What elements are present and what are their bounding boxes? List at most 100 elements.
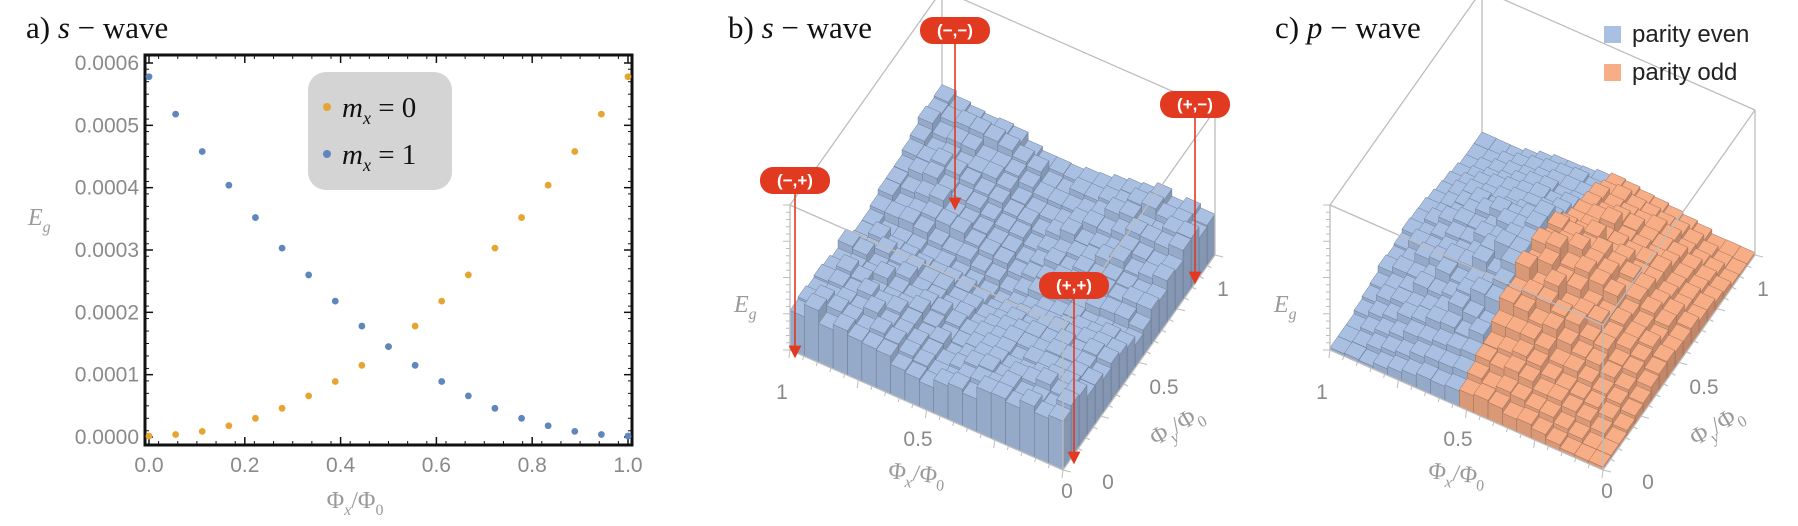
panel-b: b) s − wave Eg 1 0.5 0 0 0.5 1 Φx/Φ0 Φy/… (728, 0, 1230, 503)
bar (1589, 415, 1614, 442)
bar-face-top (1125, 217, 1149, 236)
y-axis-tick (1146, 351, 1151, 355)
x-tick-label: 0.0 (134, 454, 163, 477)
y-axis-tick (1100, 415, 1110, 419)
bar-face-top (928, 325, 952, 344)
bar-face-top (1586, 304, 1610, 323)
x-tick-0.5: 0.5 (903, 428, 932, 451)
bar-face-top (901, 138, 925, 157)
bar-face-top (1578, 323, 1602, 342)
y-axis-tick (1123, 383, 1129, 387)
legend-label-odd: parity odd (1632, 59, 1737, 86)
box-edge (963, 0, 1216, 111)
point-mx0 (225, 422, 233, 430)
bar-face-top (990, 381, 1014, 400)
bar-face-top (1676, 310, 1700, 329)
bar-face-top (1035, 367, 1059, 386)
bar-face-top (898, 338, 922, 357)
point-mx0 (358, 361, 366, 369)
y-axis-tick (1617, 448, 1623, 451)
bar-face-top (1152, 262, 1176, 282)
x-axis-tick (1451, 403, 1454, 409)
bar-face-top (1000, 234, 1024, 253)
bar-face-top (875, 338, 899, 357)
point-mx1 (305, 271, 313, 279)
bar-face-top (907, 294, 931, 313)
legend-box (308, 72, 452, 190)
panel-a-title: a) s − wave (26, 10, 168, 45)
y-tick-0.5: 0.5 (1689, 376, 1718, 399)
point-mx1 (225, 181, 233, 189)
bar-face-top (1605, 386, 1630, 405)
x-axis-tick (965, 427, 968, 433)
x-axis-tick (979, 433, 982, 439)
point-mx0 (438, 297, 446, 305)
x-axis-tick (952, 421, 955, 427)
x-axis-tick (1410, 385, 1413, 391)
y-axis-tick (1693, 340, 1699, 344)
x-axis-tick (938, 415, 941, 421)
y-axis-tick (1169, 319, 1174, 322)
bar (1048, 403, 1072, 471)
bar-face-side (1005, 401, 1021, 452)
bar-face-top (867, 221, 892, 240)
x-axis-label: Φx/Φ0 (327, 488, 384, 519)
legend-marker-m1 (323, 150, 331, 158)
x-axis-tick (1006, 445, 1009, 451)
z-axis-label: Eg (733, 292, 757, 323)
x-axis-tick (1369, 367, 1372, 373)
bar-face-side (1034, 411, 1049, 464)
bar-face-top (1561, 394, 1585, 413)
y-axis-tick (1138, 362, 1148, 365)
x-tick-1: 1 (1316, 381, 1328, 404)
point-mx0 (518, 214, 525, 221)
y-axis-tick (1131, 372, 1136, 376)
y-tick-0: 0 (1642, 471, 1654, 494)
x-tick-label: 0.6 (422, 454, 451, 477)
bar-face-top (983, 123, 1007, 143)
bar-face-top (1639, 295, 1663, 314)
x-axis-tick (1328, 349, 1331, 359)
x-axis-tick (1424, 391, 1427, 397)
y-tick-label: 0.0006 (75, 52, 139, 75)
bar-face-top (1652, 343, 1676, 362)
bar-face-top (1634, 246, 1658, 265)
bar-face-top (1583, 219, 1607, 238)
y-axis-tick (1214, 254, 1224, 258)
bar-face-top (949, 215, 973, 234)
callout-mp-label: (−,+) (777, 171, 813, 190)
x-axis-tick (1478, 415, 1481, 421)
bar-face-top (968, 116, 992, 135)
bar-face-top (1588, 267, 1612, 286)
y-axis-tick (1093, 426, 1098, 430)
z-axis-label: Eg (1273, 292, 1297, 323)
point-mx1 (464, 392, 472, 400)
legend-label-m0: mx = 0 (342, 92, 416, 128)
bar-face-top (1602, 278, 1626, 297)
y-axis-tick (1207, 265, 1212, 269)
point-mx1 (331, 297, 339, 305)
point-mx0 (331, 378, 339, 385)
bar-face-top (851, 237, 876, 256)
bar-face-top (1621, 355, 1646, 375)
bar-face-top (912, 348, 936, 367)
point-mx0 (278, 404, 286, 412)
callout-mm (920, 17, 990, 44)
bar-face-top (803, 292, 828, 311)
x-axis-tick (993, 439, 996, 449)
y-axis-tick (1731, 286, 1737, 290)
bars-3d (1329, 131, 1756, 471)
bar-face-top (979, 202, 1003, 221)
x-axis-tick (884, 391, 887, 397)
bar-face-top (1550, 298, 1574, 317)
y-tick-label: 0.0004 (75, 177, 140, 200)
bar-face-top (872, 260, 896, 280)
x-axis-tick (1437, 397, 1440, 403)
y-tick-label: 0.0005 (75, 114, 139, 137)
x-axis-tick (1355, 361, 1358, 367)
bar-face-top (1636, 369, 1660, 388)
y-axis-tick (1686, 351, 1691, 355)
callout-pm-label: (+,−) (1177, 95, 1213, 114)
bar-face-top (1596, 437, 1620, 456)
y-axis-tick (1153, 340, 1159, 344)
